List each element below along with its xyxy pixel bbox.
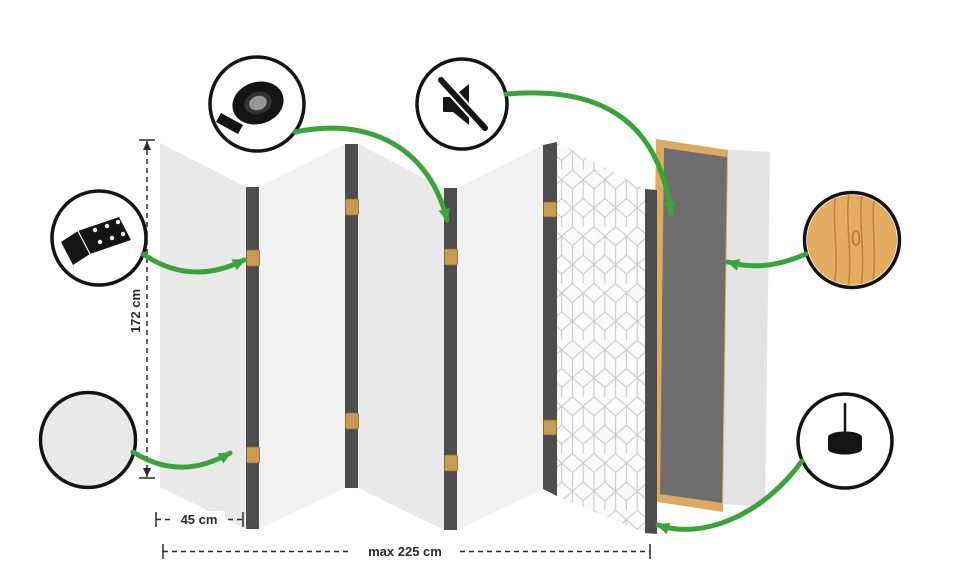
- hinge-block: [444, 454, 458, 472]
- panel-fold-edge-2: [345, 144, 358, 488]
- pointer-arrows: [130, 90, 809, 535]
- panel-edge-right: [645, 189, 657, 534]
- arrow-mute-to-core: [503, 90, 676, 216]
- callout-hinge: [50, 189, 148, 287]
- arrow-fabric-to-panel: [130, 449, 233, 470]
- dimension-panel-width: 45 cm: [155, 511, 244, 527]
- folding-panel-2: [259, 144, 345, 529]
- arrow-tape-to-fold: [292, 125, 451, 223]
- fabric-texture-icon: [42, 394, 134, 486]
- tape-roll-icon: [216, 81, 284, 134]
- hinge-block: [345, 198, 359, 216]
- core-panel: [660, 148, 727, 503]
- height-label: 172 cm: [128, 289, 143, 333]
- folding-panel-3: [358, 144, 444, 530]
- callout-wood: [802, 190, 902, 290]
- hinge-block: [246, 446, 260, 464]
- hinge-block: [543, 419, 557, 436]
- folding-panel-4: [457, 145, 543, 530]
- patterned-panel: [557, 142, 657, 534]
- panel-fold-edge-1: [246, 187, 259, 529]
- felt-pad-icon: [828, 402, 862, 455]
- geometric-pattern: [557, 142, 645, 533]
- callout-soundproofing: [415, 57, 509, 151]
- callout-adhesive-tape: [208, 55, 306, 153]
- hinge-block: [444, 248, 458, 266]
- panel-fold-edge-4: [543, 142, 557, 496]
- wood-texture-icon: [807, 195, 897, 285]
- hinge-block: [345, 412, 359, 430]
- total-width-label: max 225 cm: [368, 544, 442, 559]
- callout-fabric-texture: [38, 390, 138, 490]
- folding-screen: [160, 142, 557, 530]
- hinge-icon: [61, 217, 131, 265]
- hinge-block: [543, 201, 557, 218]
- callout-felt-pad: [796, 392, 894, 490]
- arrow-hinge-to-fold: [140, 251, 247, 275]
- hinge-block: [246, 249, 260, 267]
- folding-panel-1: [160, 143, 246, 529]
- dimension-total-width: max 225 cm: [162, 543, 651, 560]
- arrow-felt-to-base: [655, 458, 805, 535]
- arrow-wood-to-frame: [725, 251, 809, 271]
- panel-width-label: 45 cm: [181, 512, 218, 527]
- dimension-height: 172 cm: [128, 139, 155, 479]
- panel-fold-edge-3: [444, 188, 457, 530]
- muted-speaker-icon: [436, 75, 490, 133]
